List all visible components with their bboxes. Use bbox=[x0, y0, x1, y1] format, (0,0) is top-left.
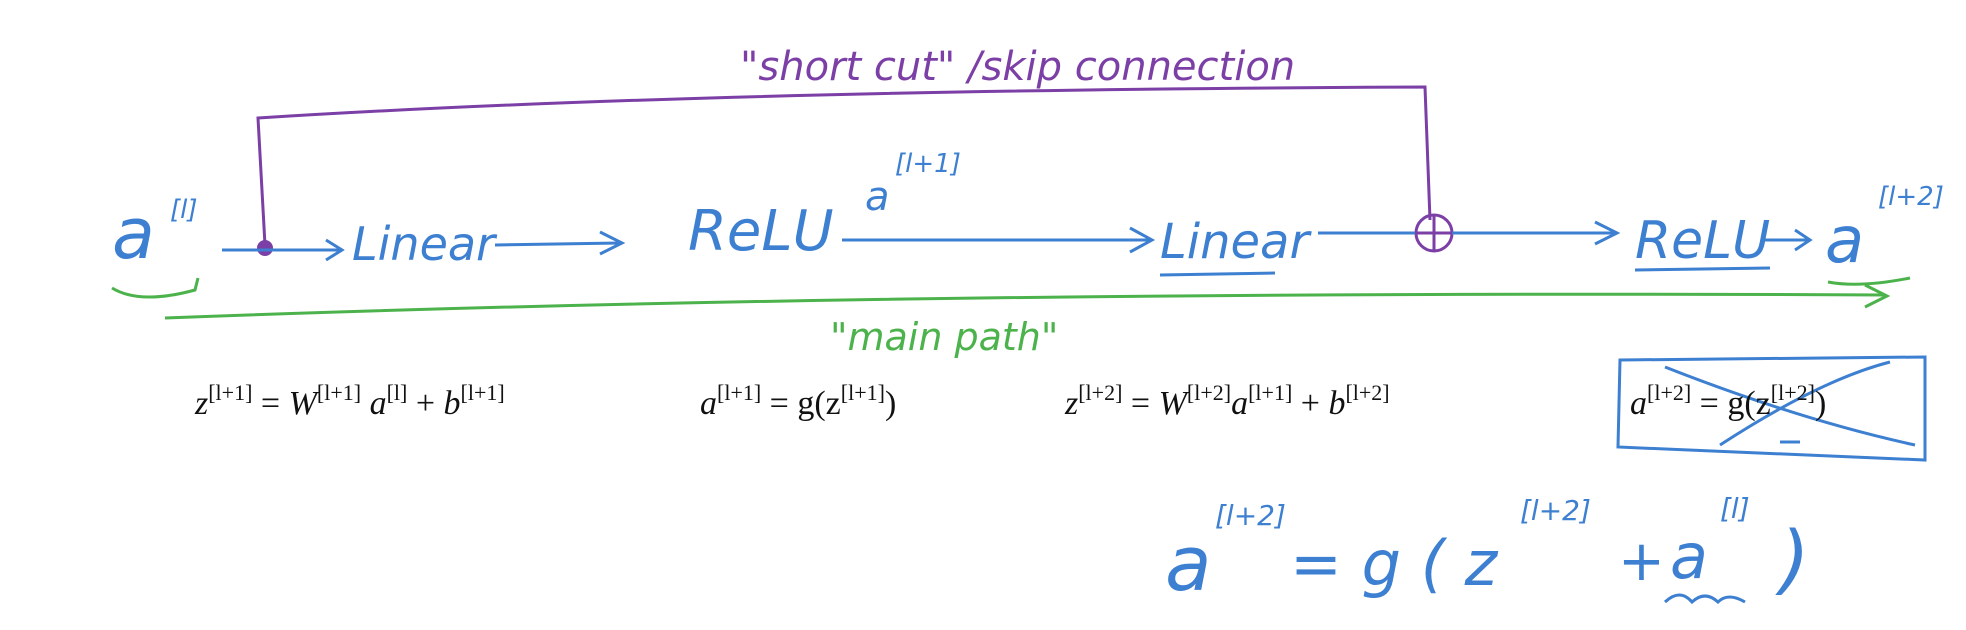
final-eq-plus: + bbox=[1618, 529, 1665, 594]
relu1-label: ReLU bbox=[688, 199, 834, 264]
final-eq-rhs: = g ( z bbox=[1290, 527, 1499, 600]
final-eq-lhs: a bbox=[1165, 519, 1212, 608]
main-path-curve bbox=[164, 283, 1891, 320]
underline-linear2 bbox=[1159, 271, 1276, 277]
main-path-bracket-left bbox=[111, 277, 200, 299]
arrow-relu-to-a bbox=[1765, 228, 1813, 252]
a-l-sup-label: [l] bbox=[170, 195, 198, 225]
linear2-label: Linear bbox=[1160, 214, 1312, 270]
equation-z-l1: z[l+1] = W[l+1] a[l] + b[l+1] bbox=[195, 380, 505, 422]
a-l1-mid-sup-label: [l+1] bbox=[895, 149, 961, 179]
arrow-add-to-relu bbox=[1452, 220, 1621, 246]
main-row-arrows bbox=[222, 220, 1813, 277]
a-l2-label: a bbox=[1825, 204, 1864, 278]
final-eq-z-sup: [l+2] bbox=[1520, 494, 1591, 527]
a-l2-sup-label: [l+2] bbox=[1878, 182, 1944, 212]
relu2-label: ReLU bbox=[1635, 211, 1770, 271]
shortcut-label: "short cut" /skip connection bbox=[740, 44, 1295, 90]
final-eq-a-sup: [l] bbox=[1720, 492, 1750, 525]
a-l1-mid-label: a bbox=[865, 174, 890, 220]
arrow-linear-to-relu bbox=[494, 230, 626, 256]
eq4-box bbox=[1616, 355, 1927, 462]
equation-a-l1: a[l+1] = g(z[l+1]) bbox=[700, 380, 897, 422]
main-path-lines bbox=[111, 276, 1911, 320]
main-path-label: "main path" bbox=[830, 315, 1058, 359]
eq4-cross-a bbox=[1664, 365, 1916, 447]
underline-relu2 bbox=[1634, 266, 1771, 272]
shortcut-connection-line bbox=[256, 85, 1432, 246]
final-eq-a: a bbox=[1670, 520, 1708, 593]
equation-a-l2-crossed: a[l+2] = g(z[l+2]) bbox=[1630, 380, 1827, 422]
arrow-a-to-linear bbox=[222, 238, 345, 262]
a-l-label: a bbox=[112, 193, 155, 275]
equation-z-l2: z[l+2] = W[l+2]a[l+1] + b[l+2] bbox=[1065, 380, 1390, 422]
eq4-crossout bbox=[1616, 355, 1927, 462]
shortcut-start-dot bbox=[257, 240, 273, 256]
final-eq-a-squiggle bbox=[1663, 593, 1746, 605]
eq4-cross-b bbox=[1719, 360, 1891, 447]
arrow-relu-to-linear bbox=[842, 226, 1156, 254]
linear1-label: Linear bbox=[352, 217, 498, 271]
final-eq-lhs-sup: [l+2] bbox=[1215, 499, 1286, 532]
main-path-bracket-right bbox=[1827, 276, 1911, 286]
final-eq-close: ) bbox=[1775, 514, 1810, 603]
